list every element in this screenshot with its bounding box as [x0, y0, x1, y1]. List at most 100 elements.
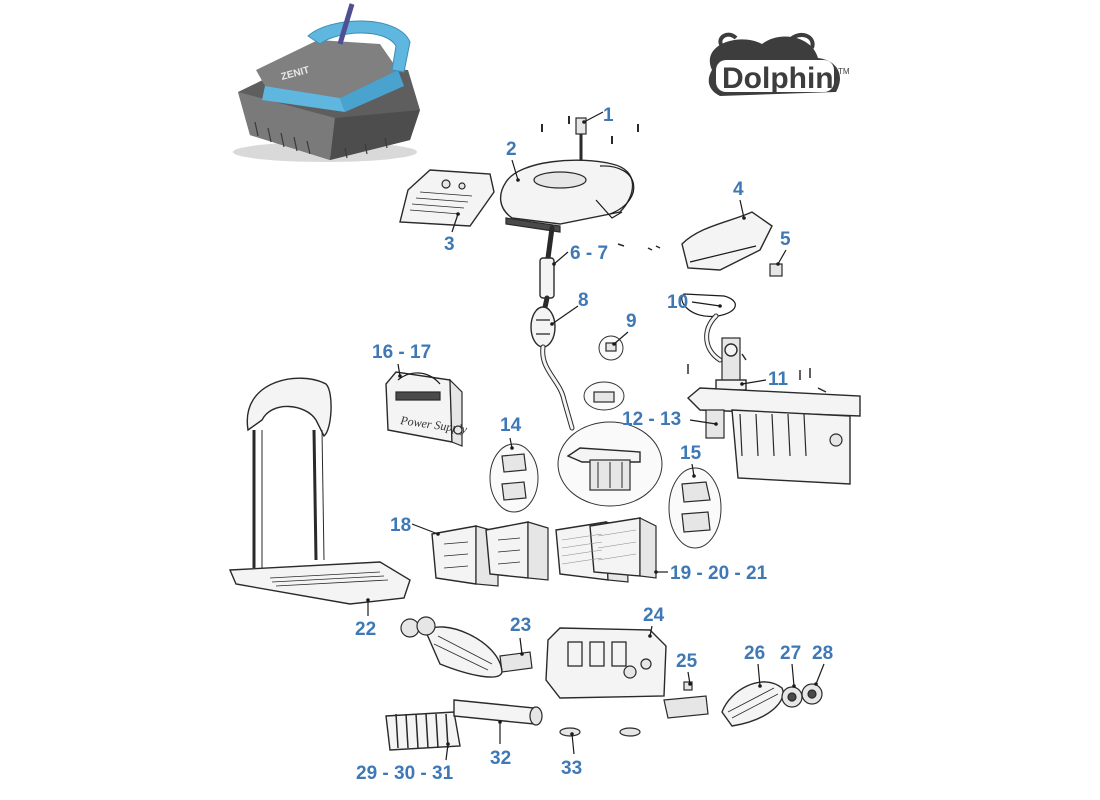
leader-line-6-7 — [553, 251, 569, 265]
leader-line-10 — [691, 301, 721, 307]
logo-trademark: TM — [838, 67, 850, 76]
callout-1: 1 — [603, 105, 614, 126]
part-2-top-cover — [499, 159, 635, 233]
callout-11: 11 — [768, 369, 789, 390]
part-12-13-motor-box — [686, 387, 861, 485]
callout-22: 22 — [355, 619, 376, 640]
callout-5: 5 — [780, 229, 791, 250]
callout-28: 28 — [812, 643, 833, 664]
leader-line-12-13 — [689, 419, 717, 425]
motor-detail-bubble — [557, 381, 663, 507]
callout-25: 25 — [676, 651, 698, 672]
callout-4: 4 — [733, 179, 744, 200]
leader-arrow-6-7 — [552, 262, 556, 266]
callout-32: 32 — [490, 748, 511, 769]
callout-6-7: 6 - 7 — [570, 243, 608, 264]
leader-arrow-28 — [814, 682, 818, 686]
robot-product-photo: ZENIT — [233, 3, 420, 162]
callout-15: 15 — [680, 443, 702, 464]
callout-2: 2 — [506, 139, 517, 160]
part-22-caddy — [228, 377, 411, 605]
leader-arrow-33 — [570, 732, 574, 736]
callout-26: 26 — [744, 643, 765, 664]
leader-line-9 — [613, 331, 629, 345]
part-14-seals — [489, 443, 539, 513]
leader-arrow-29-30-31 — [446, 742, 450, 746]
leader-line-8 — [551, 305, 579, 325]
part-4-side-panel — [617, 211, 773, 271]
leader-line-25 — [687, 671, 691, 685]
leader-line-16-17 — [397, 363, 401, 377]
callout-3: 3 — [444, 234, 455, 255]
callout-14: 14 — [500, 415, 522, 436]
part-16-17-power-supply: Power Supply — [385, 371, 469, 447]
leader-line-4 — [739, 199, 745, 219]
part-18-filter-panels — [431, 521, 549, 587]
leader-line-2 — [511, 159, 519, 181]
leader-arrow-10 — [718, 304, 722, 308]
leader-arrow-32 — [498, 720, 502, 724]
leader-line-33 — [571, 733, 575, 755]
leader-arrow-19-20-21 — [654, 570, 658, 574]
leader-arrow-23 — [520, 652, 524, 656]
logo-text: Dolphin — [722, 62, 834, 95]
leader-arrow-26 — [758, 684, 762, 688]
part-10-11-motor-unit — [681, 293, 827, 393]
dolphin-logo: Dolphin TM — [708, 32, 850, 96]
callout-16-17: 16 - 17 — [372, 342, 431, 363]
leader-line-3 — [451, 213, 459, 233]
leader-line-29-30-31 — [445, 743, 449, 761]
callout-9: 9 — [626, 311, 637, 332]
callout-23: 23 — [510, 615, 531, 636]
leader-line-15 — [691, 463, 695, 477]
part-32-roller — [453, 699, 543, 726]
callout-27: 27 — [780, 643, 801, 664]
leader-line-26 — [757, 663, 761, 687]
part-33-bushing — [559, 727, 641, 737]
callout-29-30-31: 29 - 30 - 31 — [356, 763, 454, 784]
leader-arrow-1 — [582, 120, 586, 124]
part-26-track — [721, 681, 784, 727]
callout-33: 33 — [561, 758, 582, 779]
callout-19-20-21: 19 - 20 - 21 — [670, 563, 768, 584]
leader-line-28 — [815, 663, 825, 685]
leader-arrow-2 — [516, 178, 520, 182]
part-25-bracket — [663, 681, 709, 719]
leader-arrow-14 — [510, 446, 514, 450]
leader-lines — [366, 111, 825, 761]
leader-arrow-8 — [550, 322, 554, 326]
leader-line-18 — [411, 523, 439, 535]
leader-arrow-22 — [366, 598, 370, 602]
callout-24: 24 — [643, 605, 665, 626]
leader-line-11 — [741, 379, 767, 385]
leader-line-23 — [519, 637, 523, 655]
part-5-clip — [769, 263, 783, 277]
callout-18: 18 — [390, 515, 411, 536]
callout-8: 8 — [578, 290, 589, 311]
leader-arrow-15 — [692, 474, 696, 478]
leader-arrow-3 — [456, 212, 460, 216]
part-15-seals — [668, 467, 722, 549]
leader-arrow-27 — [792, 684, 796, 688]
leader-arrow-12-13 — [714, 422, 718, 426]
leader-arrow-9 — [612, 342, 616, 346]
part-19-20-21-filter-cartridges — [555, 517, 657, 583]
part-29-30-31-brush — [385, 711, 461, 751]
part-23-24-chassis — [425, 626, 667, 699]
callout-10: 10 — [667, 292, 688, 313]
leader-arrow-5 — [776, 262, 780, 266]
leader-arrow-24 — [648, 634, 652, 638]
leader-line-27 — [791, 663, 795, 687]
leader-arrow-16-17 — [398, 374, 402, 378]
leader-arrow-25 — [688, 682, 692, 686]
leader-line-1 — [583, 111, 604, 123]
part-6-7-8-cable — [530, 225, 575, 431]
part-27-28-wheels — [400, 616, 823, 708]
leader-arrow-18 — [436, 532, 440, 536]
leader-line-5 — [777, 249, 787, 265]
leader-arrow-4 — [742, 216, 746, 220]
leader-arrow-11 — [740, 382, 744, 386]
callout-12-13: 12 - 13 — [622, 409, 681, 430]
